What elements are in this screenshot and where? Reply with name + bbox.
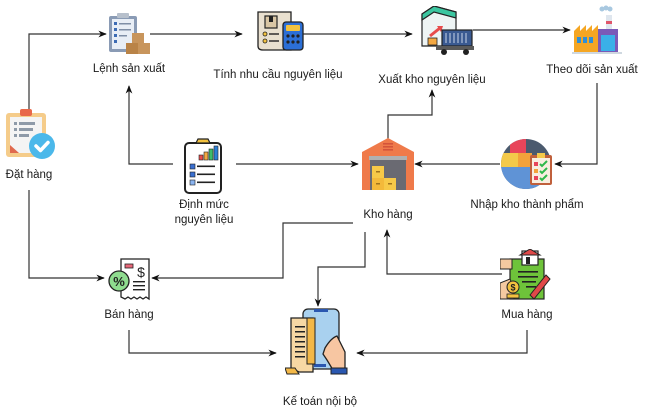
- material-export-truck-icon: [421, 6, 474, 55]
- node-dinh-muc-line1: Định mức: [179, 199, 229, 211]
- order-clipboard-icon: [6, 109, 55, 159]
- node-ke-toan-noi-bo: Kế toán nội bộ: [282, 396, 358, 408]
- edge-dinhmuc-lenhsanxuat: [125, 85, 173, 165]
- material-calculation-icon: [257, 11, 304, 51]
- edge-dathang-lenhsanxuat: [28, 30, 107, 110]
- node-mua-hang: Mua hàng: [501, 309, 553, 321]
- node-kho-hang: Kho hàng: [363, 209, 413, 221]
- production-order-icon: [109, 13, 150, 54]
- purchase-contract-icon: $: [500, 249, 551, 300]
- edge-khohang-banhang: [151, 222, 353, 282]
- node-theo-doi-san-xuat: Theo dõi sản xuất: [546, 64, 638, 76]
- node-dinh-muc-line2: nguyên liệu: [174, 214, 234, 226]
- finished-goods-import-icon: [501, 139, 552, 189]
- node-xuat-kho-nguyen-lieu: Xuất kho nguyên liệu: [378, 74, 486, 86]
- edge-theodoi-nhapkho: [554, 83, 598, 168]
- node-nhap-kho-thanh-pham: Nhập kho thành phẩm: [470, 199, 584, 211]
- svg-text:$: $: [510, 283, 515, 293]
- edge-khohang-ketoan: [314, 232, 366, 307]
- factory-monitoring-icon: [572, 5, 622, 54]
- node-dinh-muc-nguyen-lieu: Định mức nguyên liệu: [166, 198, 242, 228]
- svg-text:%: %: [113, 274, 125, 289]
- edge-muahang-khohang: [383, 229, 502, 275]
- node-lenh-san-xuat: Lệnh sản xuất: [92, 63, 166, 75]
- edge-banhang-ketoan: [128, 330, 277, 357]
- edge-dathang-banhang: [28, 190, 105, 282]
- node-tinh-nhu-cau-nguyen-lieu: Tính nhu cầu nguyên liệu: [213, 69, 343, 81]
- node-ban-hang: Bán hàng: [104, 309, 154, 321]
- material-norm-clipboard-icon: [184, 138, 222, 194]
- node-dat-hang: Đặt hàng: [5, 169, 53, 181]
- svg-text:$: $: [137, 264, 145, 280]
- sales-receipt-icon: $ %: [108, 258, 150, 301]
- edge-khohang-xuatkho: [387, 89, 436, 139]
- edge-muahang-ketoan: [356, 330, 528, 357]
- internal-accounting-icon: [285, 308, 348, 375]
- warehouse-icon: [362, 138, 414, 190]
